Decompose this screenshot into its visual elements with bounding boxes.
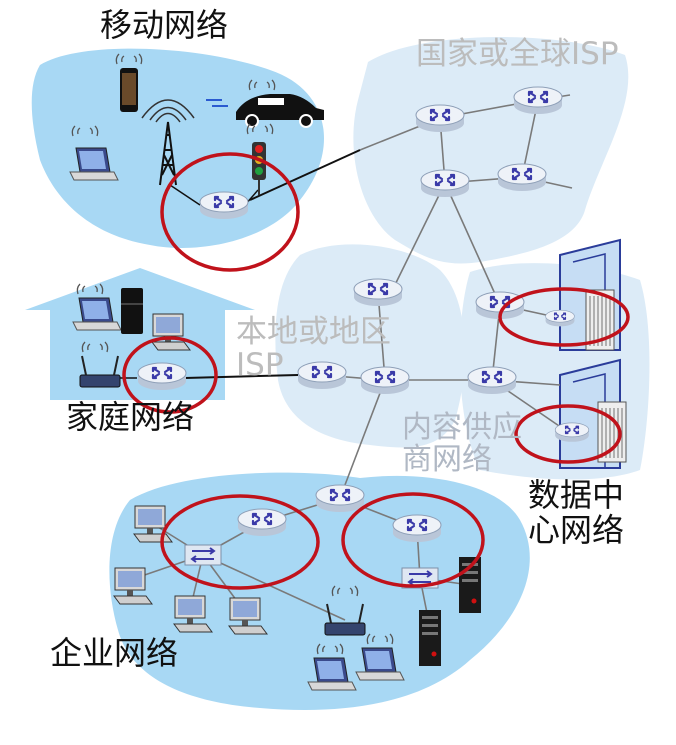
- link-mobile-to-global: [249, 149, 361, 201]
- switch-enterprise-1: [184, 544, 222, 566]
- router-global-3: [419, 168, 471, 199]
- cell-tower-icon: [141, 99, 195, 186]
- router-mobile: [198, 190, 250, 221]
- router-global-2: [512, 85, 564, 116]
- router-datacenter-1: [544, 309, 576, 328]
- smartphone-icon: [120, 68, 138, 112]
- router-content-1: [466, 365, 518, 396]
- router-enterprise-edge: [314, 483, 366, 514]
- edge-circle-datacenter-1: [498, 287, 630, 347]
- edge-circle-enterprise-2: [341, 492, 485, 588]
- edge-circle-mobile: [160, 152, 300, 272]
- regional-isp-label: 本地或地区 ISP: [236, 314, 391, 384]
- router-home: [136, 361, 188, 392]
- home-network-label: 家庭网络: [66, 398, 195, 436]
- router-regional-1: [352, 277, 404, 308]
- edge-circle-datacenter-2: [514, 404, 622, 464]
- mobile-network-label: 移动网络: [100, 6, 229, 44]
- router-global-1: [414, 103, 466, 134]
- content-provider-label: 内容供应 商网络: [402, 410, 522, 478]
- car-icon: [206, 94, 324, 128]
- router-enterprise-2: [391, 513, 443, 544]
- regional-isp-region: [275, 244, 465, 448]
- router-global-4: [496, 162, 548, 193]
- router-enterprise-1: [236, 507, 288, 538]
- link-home-to-regional: [184, 374, 299, 379]
- datacenter-network-label: 数据中 心网络: [528, 476, 625, 549]
- link-mobile-tower: [169, 184, 201, 206]
- edge-highlights: [122, 152, 630, 590]
- server-icon: [419, 610, 441, 666]
- router-datacenter-2: [554, 422, 590, 443]
- global-isp-label: 国家或全球ISP: [416, 36, 619, 72]
- edge-circle-enterprise-1: [160, 494, 320, 590]
- refrigerator-icon: [121, 288, 143, 334]
- enterprise-network-label: 企业网络: [50, 634, 179, 672]
- edge-circle-home: [122, 336, 218, 414]
